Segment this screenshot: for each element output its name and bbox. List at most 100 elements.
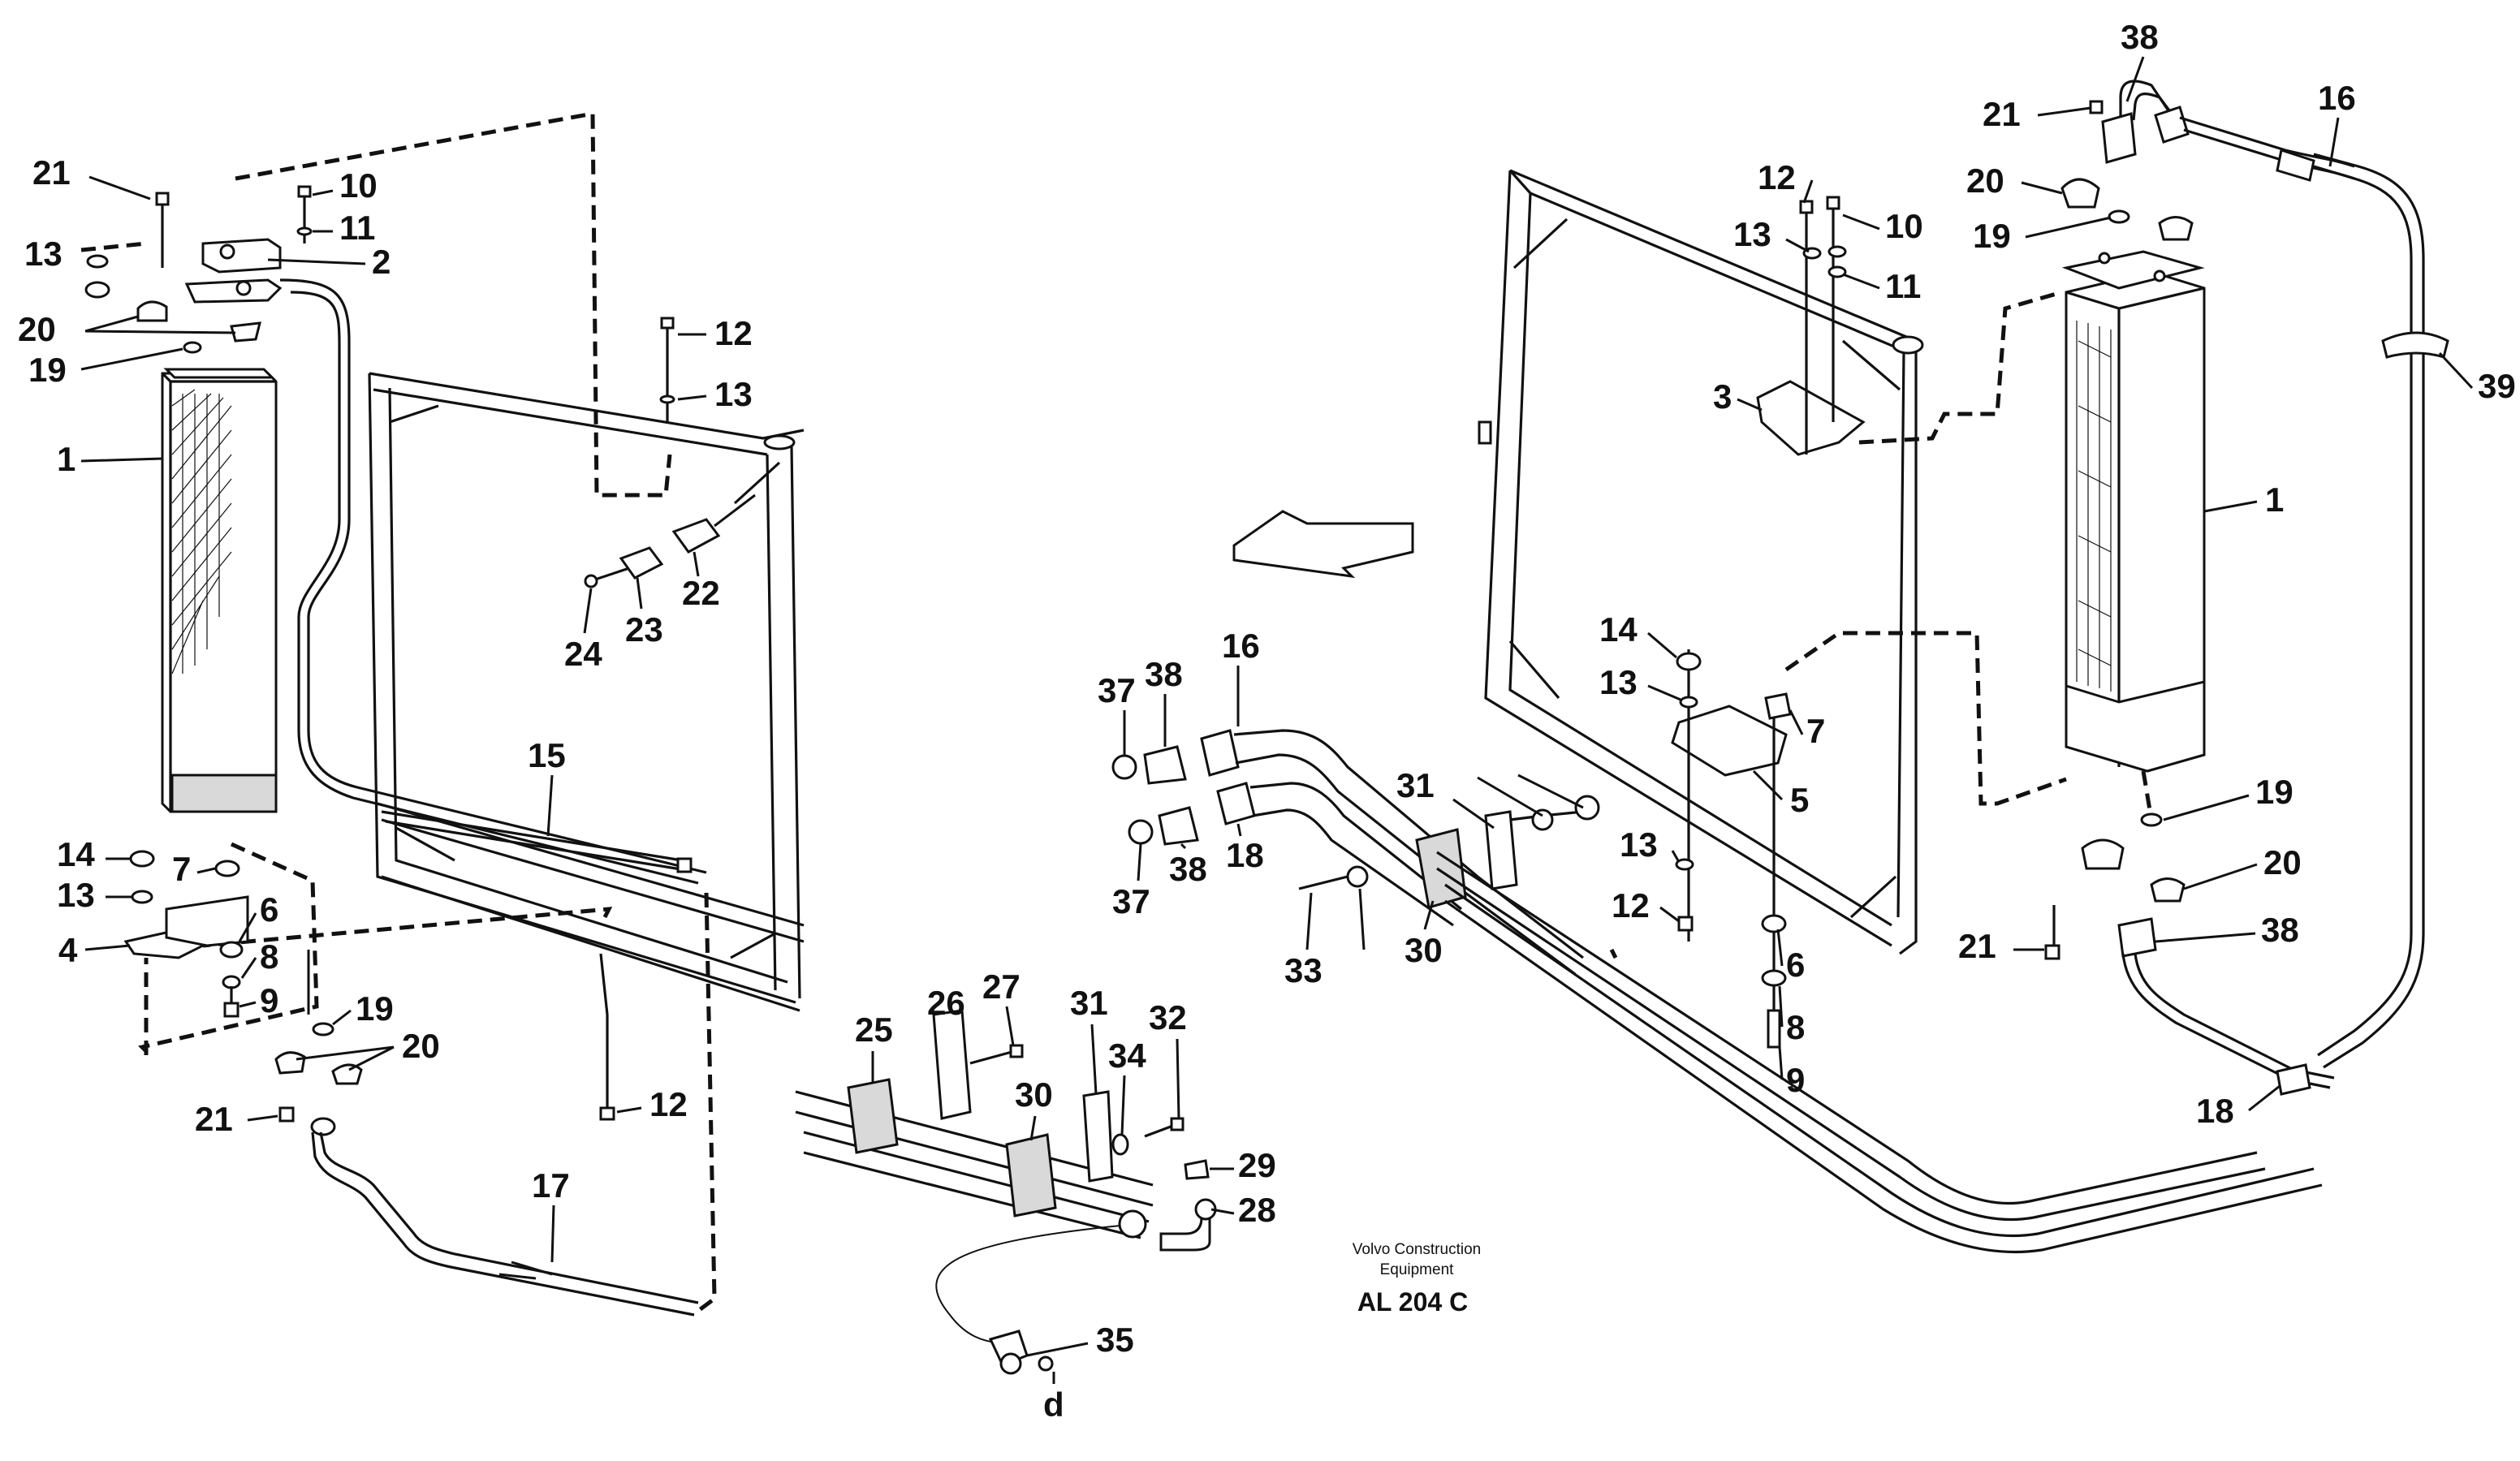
callout-23: 23 — [625, 610, 663, 649]
callout-27: 27 — [982, 968, 1021, 1006]
callout-16: 16 — [2318, 79, 2356, 117]
callout-1: 1 — [57, 440, 76, 478]
fitting-38-right-top — [2101, 112, 2137, 164]
drawing-code: AL 204 C — [1357, 1287, 1468, 1317]
callout-4: 4 — [58, 931, 78, 969]
callout-15: 15 — [528, 736, 566, 774]
callout-30: 30 — [1015, 1075, 1053, 1114]
callout-19: 19 — [356, 989, 394, 1028]
callout-20: 20 — [1966, 162, 2004, 200]
callout-18: 18 — [1226, 836, 1264, 874]
callout-33: 33 — [1284, 951, 1323, 989]
callout-28: 28 — [1238, 1191, 1276, 1229]
callout-8: 8 — [260, 937, 278, 976]
callout-38: 38 — [1145, 655, 1183, 693]
callout-21: 21 — [32, 153, 71, 192]
callout-13: 13 — [1599, 663, 1638, 701]
callout-12: 12 — [1758, 158, 1796, 196]
callout-20: 20 — [18, 310, 56, 348]
callout-13: 13 — [714, 375, 753, 413]
callout-11: 11 — [339, 209, 375, 247]
cooler-fins-hatching-right — [2076, 321, 2112, 692]
callout-39: 39 — [2478, 367, 2516, 405]
right-oil-cooler-assembly — [1478, 80, 2449, 1096]
left-oil-cooler-assembly — [80, 111, 805, 1317]
clamp-39 — [2381, 331, 2449, 359]
callout-31: 31 — [1070, 984, 1108, 1022]
callout-13: 13 — [1620, 825, 1658, 864]
right-frame — [1478, 169, 1924, 955]
callout-38: 38 — [1169, 850, 1207, 888]
callout-12: 12 — [1612, 886, 1650, 924]
callout-31: 31 — [1396, 766, 1435, 804]
left-oil-cooler — [161, 368, 278, 813]
callout-10: 10 — [1885, 207, 1923, 245]
callout-20: 20 — [402, 1027, 440, 1065]
callout-19: 19 — [1973, 217, 2011, 255]
callout-7: 7 — [172, 850, 191, 888]
center-callouts: 25 26 27 31 32 30 34 29 28 35 d 37 38 16… — [855, 627, 1584, 1424]
callout-9: 9 — [1786, 1061, 1805, 1099]
left-upper-bracket — [184, 238, 283, 304]
callout-26: 26 — [927, 984, 965, 1022]
callout-19: 19 — [28, 351, 67, 389]
callout-38: 38 — [2121, 18, 2159, 56]
fitting-37-top — [1111, 754, 1137, 780]
left-frame — [368, 372, 805, 1012]
callout-18: 18 — [2196, 1092, 2234, 1130]
direction-arrow — [1232, 510, 1414, 579]
callout-11: 11 — [1885, 267, 1921, 305]
callout-7: 7 — [1806, 712, 1825, 750]
block-30-lower — [1005, 1133, 1057, 1218]
callout-30: 30 — [1405, 931, 1443, 969]
callout-19: 19 — [2255, 773, 2293, 811]
callout-21: 21 — [195, 1100, 233, 1138]
callout-6: 6 — [260, 890, 278, 929]
block-30-upper — [1415, 828, 1467, 909]
plate-5 — [1671, 705, 1788, 777]
callout-10: 10 — [339, 166, 378, 205]
clip-23 — [619, 546, 664, 580]
callout-12: 12 — [649, 1085, 688, 1123]
plate-31-upper — [1484, 810, 1518, 890]
callout-13: 13 — [24, 235, 63, 273]
callout-22: 22 — [682, 574, 720, 612]
callout-1: 1 — [2265, 481, 2284, 519]
clip-22 — [671, 518, 721, 554]
right-callouts: 38 16 21 20 12 10 13 11 19 39 3 1 14 13 … — [1599, 18, 2516, 1130]
callout-38: 38 — [2261, 911, 2299, 949]
callout-34: 34 — [1108, 1036, 1146, 1075]
caption-line1: Volvo Construction — [1353, 1241, 1481, 1258]
cooler-fins-hatching — [171, 389, 232, 674]
callout-29: 29 — [1238, 1146, 1276, 1184]
callout-21: 21 — [1958, 927, 1996, 965]
caption-line2: Equipment — [1380, 1261, 1455, 1278]
callout-17: 17 — [532, 1166, 570, 1205]
callout-16: 16 — [1222, 627, 1260, 665]
callout-25: 25 — [855, 1011, 893, 1049]
callout-9: 9 — [260, 981, 278, 1019]
center-pipe-assembly — [795, 729, 2323, 1375]
fitting-38-top — [1143, 745, 1187, 785]
detail-letter-d: d — [1043, 1386, 1064, 1424]
plate-31-lower — [1082, 1090, 1114, 1183]
callout-13: 13 — [1733, 215, 1771, 253]
callout-37: 37 — [1098, 671, 1136, 709]
callout-14: 14 — [57, 835, 95, 873]
bracket-3 — [1756, 380, 1866, 456]
fitting-38-right-bottom — [2117, 917, 2157, 958]
callout-20: 20 — [2263, 843, 2302, 881]
callout-13: 13 — [57, 876, 95, 914]
callout-2: 2 — [372, 243, 391, 281]
callout-12: 12 — [714, 314, 753, 352]
caption-block: Volvo Construction Equipment AL 204 C — [1353, 1241, 1481, 1317]
callout-37: 37 — [1112, 882, 1150, 920]
left-callouts: 21 10 11 2 13 20 19 1 12 13 22 23 24 15 … — [18, 153, 753, 1263]
block-25 — [847, 1078, 899, 1154]
callout-21: 21 — [1983, 95, 2021, 133]
callout-5: 5 — [1790, 781, 1809, 819]
cap-29 — [1184, 1159, 1210, 1180]
callout-32: 32 — [1149, 998, 1187, 1036]
